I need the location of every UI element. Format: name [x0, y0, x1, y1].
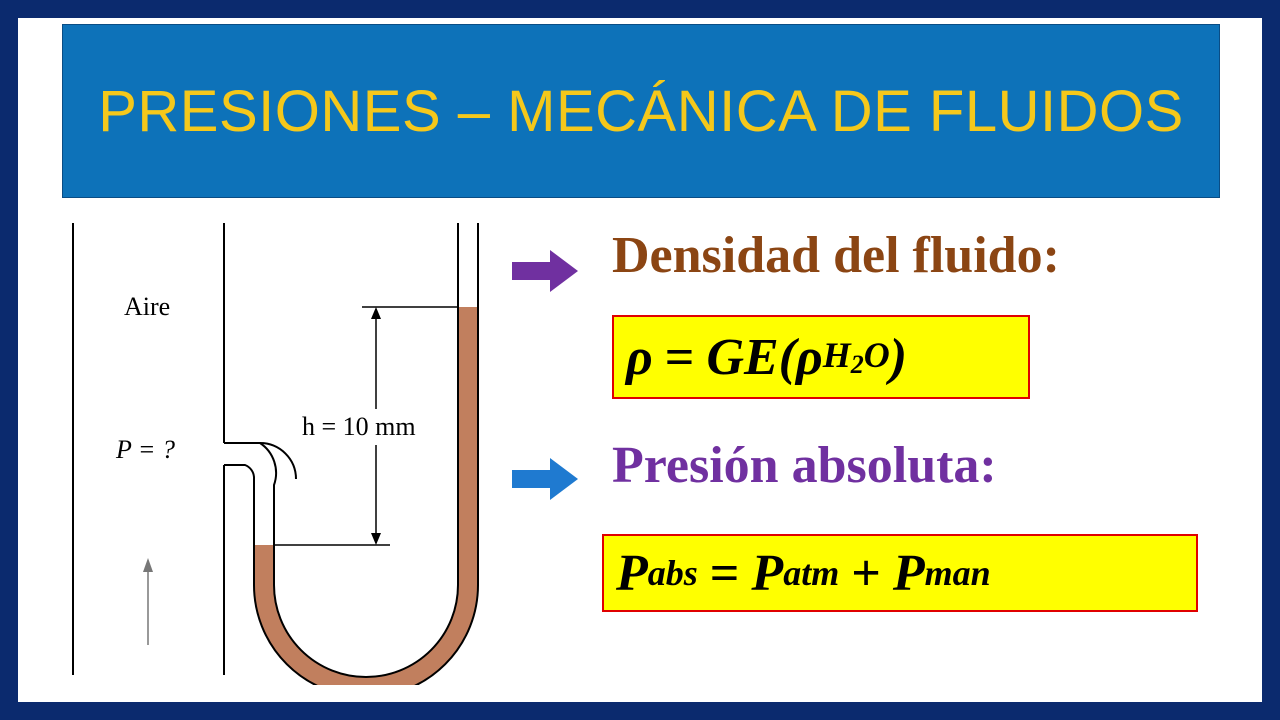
tube-outer-wall: [224, 442, 297, 480]
formula-ge-rho: GE(ρ: [706, 328, 823, 386]
pressure-arrow-icon: [512, 458, 578, 500]
flow-arrow-head: [143, 558, 153, 572]
formula-close-paren: ): [889, 328, 908, 386]
manometer-diagram: Aire P = ? h = 10 mm: [72, 223, 479, 685]
formula-equals: =: [709, 544, 740, 602]
tube-outer-wall-b: [224, 223, 479, 685]
title-banner: PRESIONES – MECÁNICA DE FLUIDOS: [62, 24, 1220, 198]
formula-equals: =: [664, 328, 695, 386]
dimension-arrow-up: [371, 307, 381, 319]
formula-water-subscript: H2O: [822, 335, 890, 379]
slide-title: PRESIONES – MECÁNICA DE FLUIDOS: [98, 78, 1184, 144]
density-arrow-icon: [512, 250, 578, 292]
density-heading: Densidad del fluido:: [612, 227, 1060, 284]
pressure-heading: Presión absoluta:: [612, 437, 997, 494]
air-label: Aire: [124, 292, 170, 321]
height-label: h = 10 mm: [302, 412, 416, 441]
dimension-arrow-down: [371, 533, 381, 545]
formula-p-man: P: [892, 544, 925, 602]
pressure-label: P = ?: [115, 435, 175, 464]
manometer-fluid: [254, 307, 478, 685]
formula-p-abs: P: [616, 544, 648, 602]
tube-inner-wall: [259, 223, 459, 678]
formula-p-atm: P: [751, 544, 784, 602]
formula-rho: ρ: [626, 328, 653, 386]
formula-plus: +: [851, 544, 881, 602]
